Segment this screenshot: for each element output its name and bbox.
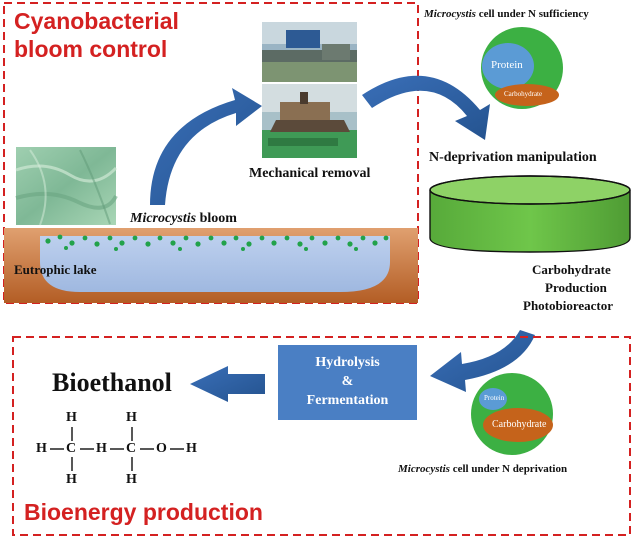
cell-bottom-caption: Microcystis cell under N deprivation	[398, 463, 567, 475]
manipulation-label: N-deprivation manipulation	[429, 150, 597, 165]
atom-h-5: H	[186, 441, 197, 456]
mechanical-photo-bottom	[262, 84, 357, 158]
arrow-reactor-to-cell	[430, 330, 535, 392]
process-box	[278, 345, 417, 420]
reactor-label-line2: Production	[545, 280, 607, 295]
cell-top-caption: Microcystis cell under N sufficiency	[424, 8, 589, 20]
mechanical-photo-top	[262, 22, 357, 82]
process-line1: Hydrolysis	[315, 355, 380, 370]
atom-h-1: H	[66, 410, 77, 425]
atom-h-3: H	[36, 441, 47, 456]
bloom-label: Microcystis bloom	[130, 211, 237, 227]
reactor-label-line3: Photobioreactor	[523, 298, 614, 313]
bloom-photo	[15, 147, 118, 226]
cell-n-deprivation	[471, 373, 553, 455]
photobioreactor	[429, 175, 631, 253]
process-line3: Fermentation	[306, 393, 389, 408]
bloom-dots	[45, 234, 389, 251]
bottom-title: Bioenergy production	[24, 499, 263, 525]
reactor-label-line1: Carbohydrate	[532, 262, 611, 277]
top-title-line1: Cyanobacterial	[14, 8, 179, 34]
cell-n-sufficiency	[481, 27, 563, 109]
cell-bottom-protein: Protein	[484, 394, 505, 402]
atom-c-1: C	[66, 441, 77, 456]
cell-top-caption-rest: cell under N sufficiency	[475, 8, 589, 20]
arrow-removal-to-cell	[362, 75, 490, 140]
lake-water	[40, 236, 390, 292]
mechanical-removal-label: Mechanical removal	[249, 166, 371, 181]
atom-h-7: H	[126, 472, 137, 487]
cell-bottom-caption-rest: cell under N deprivation	[449, 463, 568, 475]
cell-top-carbohydrate: Carbohydrate	[504, 90, 543, 98]
bloom-label-italic: Microcystis	[130, 211, 197, 226]
cell-top-protein: Protein	[491, 59, 523, 71]
atom-o: O	[156, 441, 167, 456]
top-dashed-frame	[3, 2, 419, 304]
atom-c-2: C	[126, 441, 137, 456]
cell-bottom-carbohydrate: Carbohydrate	[492, 419, 547, 430]
cell-top-caption-italic: Microcystis	[424, 8, 476, 20]
atom-h-6: H	[66, 472, 77, 487]
top-title-line2: bloom control	[14, 36, 168, 62]
atom-h-4: H	[96, 441, 107, 456]
bottom-dashed-frame	[12, 336, 631, 536]
cell-bottom-caption-italic: Microcystis	[398, 463, 450, 475]
atom-h-2: H	[126, 410, 137, 425]
process-line2: &	[341, 374, 354, 389]
lake-label: Eutrophic lake	[14, 262, 97, 277]
arrow-process-to-product	[190, 366, 265, 402]
arrow-bloom-to-removal	[150, 88, 262, 205]
bloom-label-rest: bloom	[196, 211, 237, 226]
ethanol-bonds	[50, 427, 184, 471]
product-label: Bioethanol	[52, 368, 172, 397]
